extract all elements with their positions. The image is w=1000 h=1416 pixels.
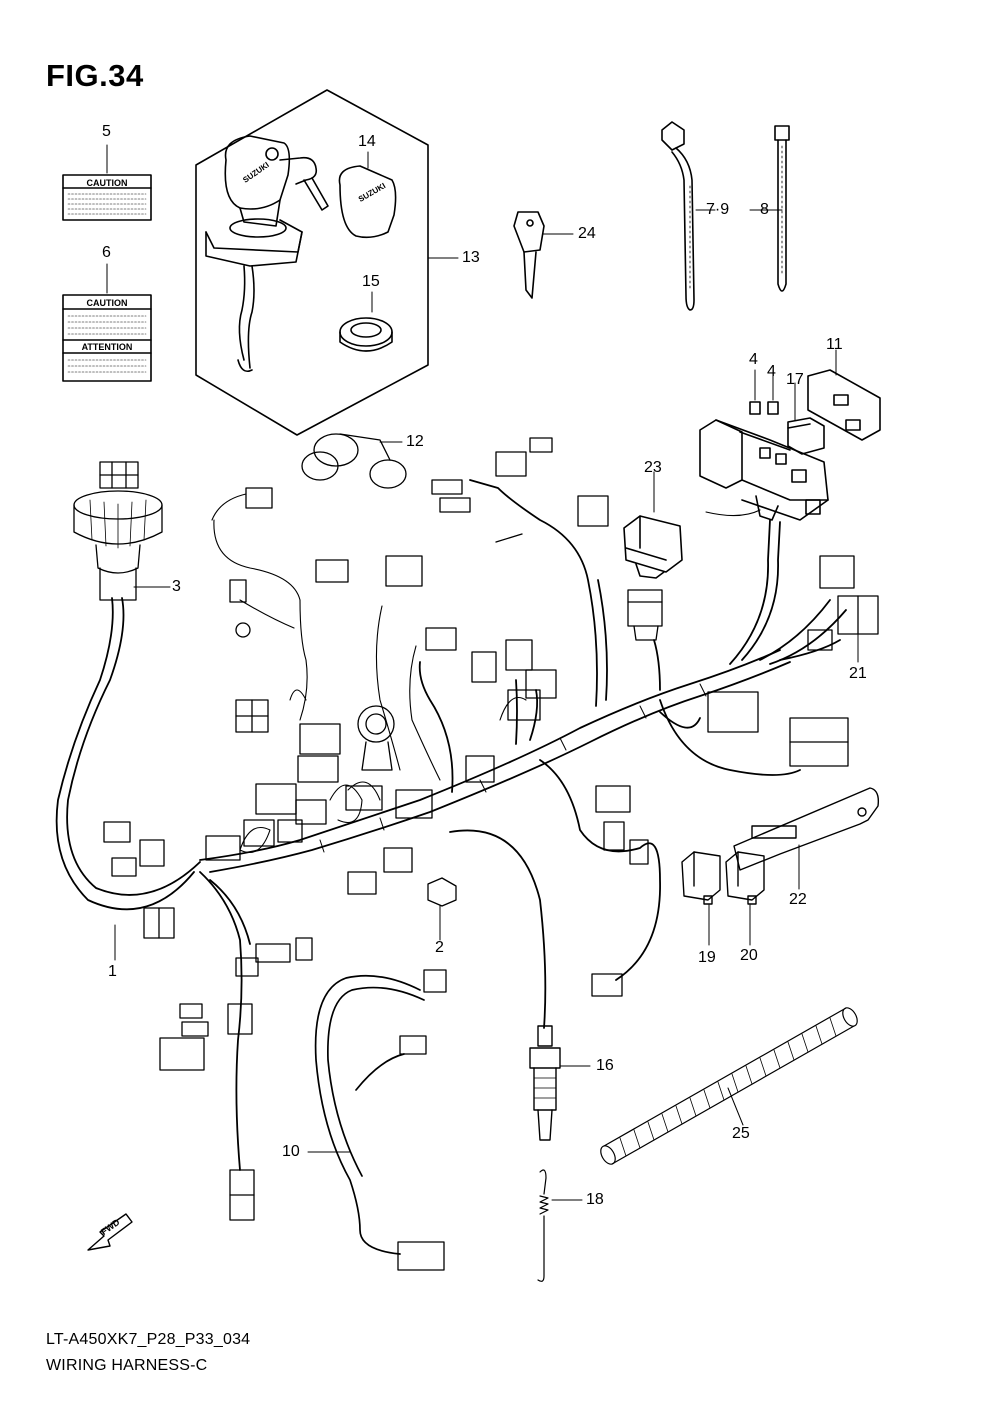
corrugated-tube-25 — [600, 1007, 858, 1165]
callout-6: 6 — [102, 244, 111, 261]
callout-22: 22 — [789, 891, 807, 908]
forward-arrow-icon — [87, 1213, 133, 1251]
callout-24: 24 — [578, 225, 596, 242]
callout-7-9: 7·9 — [706, 201, 730, 218]
caution-label-5 — [62, 174, 152, 221]
callout-25: 25 — [732, 1125, 750, 1142]
callout-2: 2 — [435, 939, 444, 956]
figure-code: LT-A450XK7_P28_P33_034 — [46, 1331, 251, 1348]
sensor-16 — [529, 1025, 561, 1141]
clip-19 — [681, 851, 721, 905]
ignition-switch-set — [195, 89, 429, 436]
caution-text-6: CAUTION — [86, 298, 128, 308]
figure-title: FIG.34 — [46, 58, 144, 93]
callout-10: 10 — [282, 1143, 300, 1160]
caution-text-5: CAUTION — [86, 178, 128, 188]
callout-15: 15 — [362, 273, 380, 290]
callout-13: 13 — [462, 249, 480, 266]
callout-5: 5 — [102, 123, 111, 140]
harness-wire-bundles — [211, 493, 761, 854]
figure-name: WIRING HARNESS-C — [46, 1357, 208, 1374]
callout-1: 1 — [108, 963, 117, 980]
sub-harness-10 — [314, 969, 447, 1271]
callout-21: 21 — [849, 665, 867, 682]
callout-20: 20 — [740, 947, 758, 964]
callout-19: 19 — [698, 949, 716, 966]
spring-17 — [537, 1169, 549, 1282]
callout-3: 3 — [172, 578, 181, 595]
spare-key — [513, 211, 545, 299]
callout-4a: 4 — [749, 351, 758, 368]
cable-tie-7-9 — [661, 121, 695, 311]
clip-20 — [725, 851, 765, 905]
callout-17: 18 — [586, 1191, 604, 1208]
cable-tie-8 — [774, 125, 790, 292]
fuse-box — [699, 369, 881, 521]
callout-11: 11 — [826, 336, 843, 353]
callout-16: 16 — [596, 1057, 614, 1074]
callout-8: 8 — [760, 201, 769, 218]
bracket-22 — [733, 787, 880, 871]
relay-23 — [623, 515, 683, 579]
harness-connectors — [73, 433, 879, 1221]
callout-23: 23 — [644, 459, 662, 476]
callout-12: 12 — [406, 433, 424, 450]
callout-18: 17 — [786, 371, 804, 388]
attention-text-6: ATTENTION — [81, 342, 133, 352]
callout-14: 14 — [358, 133, 376, 150]
caution-label-6 — [62, 294, 152, 382]
callout-4b: 4 — [767, 363, 776, 380]
leader-lines — [106, 144, 859, 1201]
